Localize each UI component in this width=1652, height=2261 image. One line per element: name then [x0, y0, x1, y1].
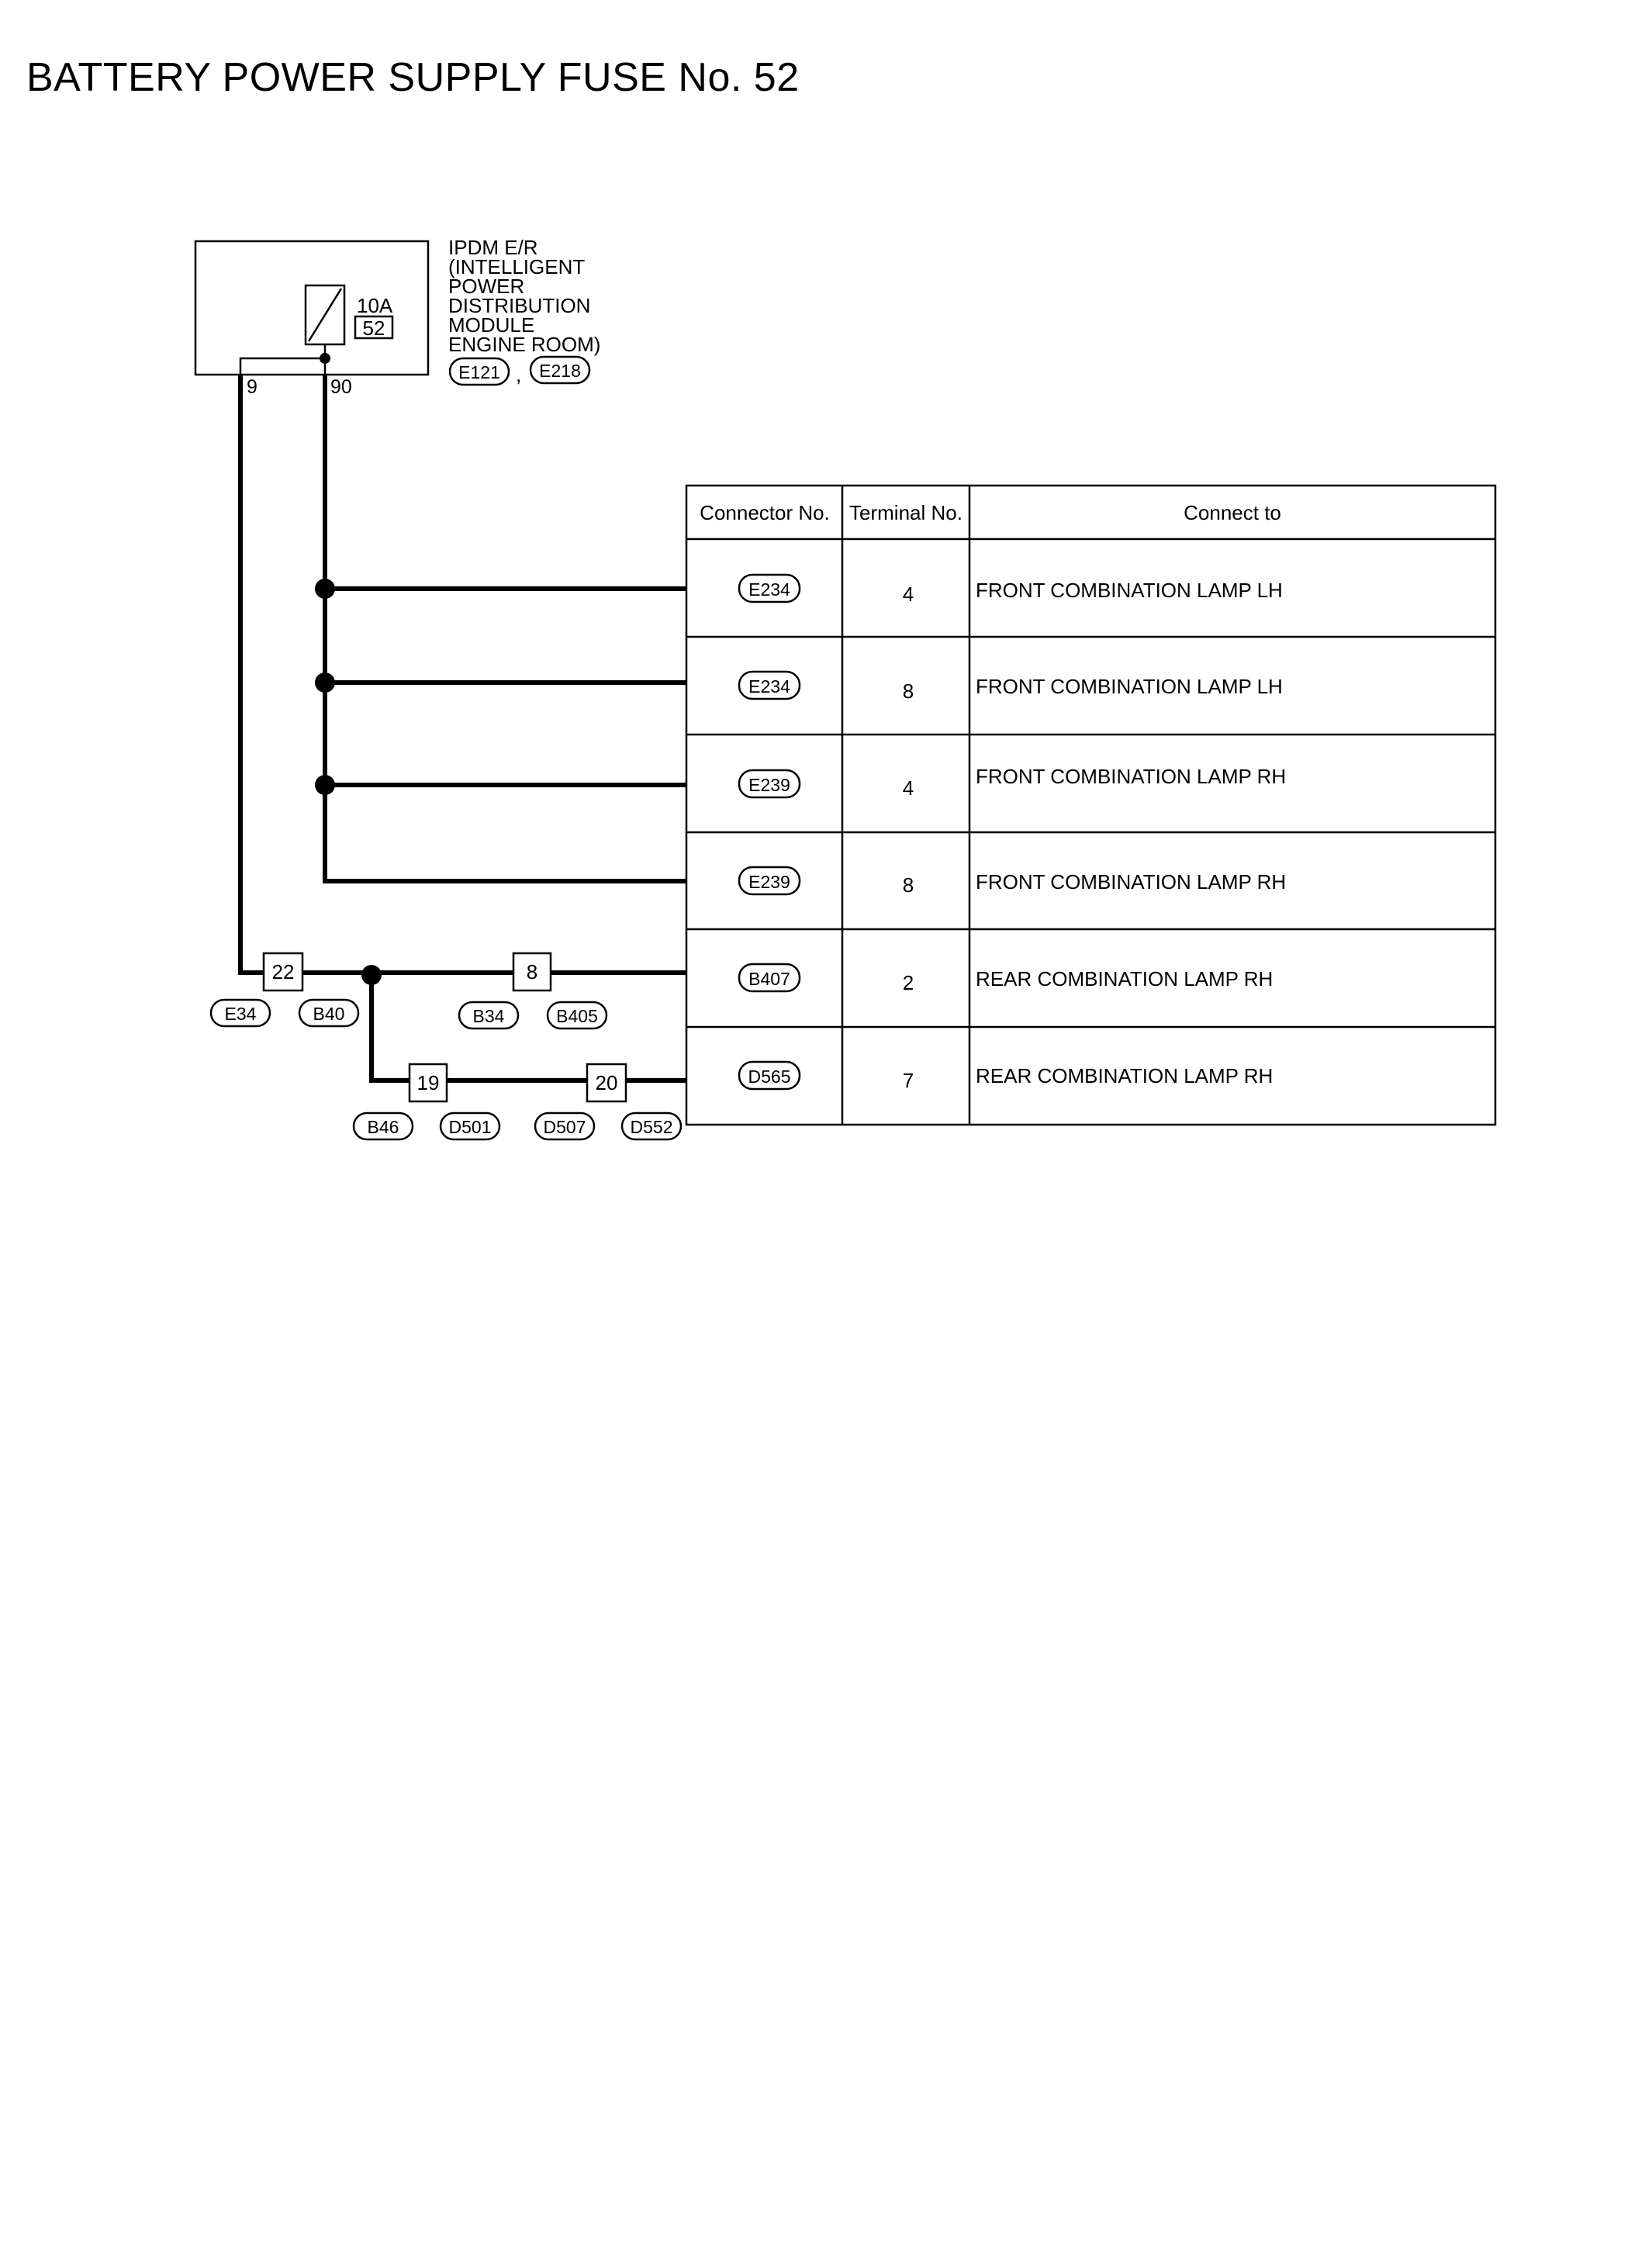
connector-label: B46 — [368, 1117, 399, 1137]
table-cell-connector: E239 — [748, 775, 790, 795]
table-cell-connector: E234 — [748, 579, 790, 600]
connector-label: B34 — [473, 1006, 505, 1026]
fuse-number-label: 52 — [363, 316, 385, 340]
splice-terminal-label: 22 — [272, 960, 295, 984]
connector-pill — [209, 998, 271, 1028]
ipdm-label-line: DISTRIBUTION — [448, 294, 590, 317]
table-header: Connect to — [1184, 501, 1281, 524]
connection-table: Connector No. Terminal No. Connect to E2… — [685, 484, 1497, 1126]
connector-pill — [439, 1111, 501, 1141]
junction-dot — [315, 672, 335, 693]
connector-pill — [298, 998, 360, 1028]
connector-label: E121 — [458, 362, 500, 382]
connector-pill — [738, 769, 801, 799]
splice-terminal-box — [586, 1063, 627, 1103]
table-cell-connect-to: FRONT COMBINATION LAMP RH — [976, 765, 1286, 788]
wire-terminal-9 — [238, 375, 264, 975]
connector-pill — [458, 1001, 520, 1030]
table-cell-connect-to: REAR COMBINATION LAMP RH — [976, 967, 1273, 990]
splice-terminal-box — [262, 952, 304, 992]
connector-pill — [738, 963, 801, 993]
connector-pill — [620, 1111, 683, 1141]
fuse-icon — [304, 284, 346, 346]
table-header: Connector No. — [700, 501, 830, 524]
connector-pill — [738, 1060, 801, 1091]
splice-terminal-box — [512, 952, 552, 992]
fuse-number-box — [354, 315, 394, 340]
ipdm-module-box — [194, 240, 430, 376]
table-cell-terminal: 7 — [903, 1069, 914, 1092]
connector-pill — [738, 670, 801, 700]
table-cell-connector: B407 — [748, 969, 790, 989]
splice-terminal-box — [408, 1063, 448, 1103]
table-cell-connect-to: FRONT COMBINATION LAMP LH — [976, 675, 1283, 698]
wire-d565-branch — [369, 975, 410, 1083]
ipdm-label: IPDM E/R (INTELLIGENT POWER DISTRIBUTION… — [448, 236, 600, 356]
ipdm-terminal-90: 90 — [330, 376, 352, 398]
table-cell-connect-to: FRONT COMBINATION LAMP LH — [976, 579, 1283, 602]
connector-pill — [546, 1001, 608, 1030]
connector-label: D507 — [544, 1117, 586, 1137]
table-cell-connect-to: REAR COMBINATION LAMP RH — [976, 1064, 1273, 1087]
connector-pill — [738, 866, 801, 896]
ipdm-label-line: ENGINE ROOM) — [448, 333, 600, 356]
connector-pill — [352, 1111, 414, 1141]
connector-pill — [529, 355, 591, 385]
ipdm-label-line: MODULE — [448, 313, 534, 337]
connector-label: D552 — [631, 1117, 673, 1137]
table-cell-terminal: 8 — [903, 873, 914, 897]
splice-terminal-label: 20 — [596, 1071, 618, 1094]
connector-label: E218 — [539, 361, 581, 381]
table-cell-terminal: 8 — [903, 679, 914, 703]
junction-dot — [315, 775, 335, 795]
table-cell-connector: D565 — [748, 1067, 791, 1087]
table-cell-terminal: 2 — [903, 971, 914, 994]
connector-label: B405 — [556, 1006, 598, 1026]
connector-pill — [534, 1111, 596, 1141]
splice-terminal-label: 8 — [527, 960, 537, 984]
junction-dot — [315, 579, 335, 599]
ipdm-label-line: POWER — [448, 275, 524, 298]
table-cell-connector: E239 — [748, 872, 790, 892]
page-title: BATTERY POWER SUPPLY FUSE No. 52 — [26, 55, 800, 100]
connector-label: D501 — [449, 1117, 492, 1137]
connector-pill — [448, 357, 510, 386]
table-cell-connect-to: FRONT COMBINATION LAMP RH — [976, 870, 1286, 894]
connector-separator: , — [516, 363, 521, 386]
ipdm-label-line: (INTELLIGENT — [448, 255, 585, 278]
connector-label: B40 — [313, 1004, 345, 1024]
table-header: Terminal No. — [849, 501, 963, 524]
table-cell-terminal: 4 — [903, 776, 914, 800]
connector-label: E34 — [225, 1004, 257, 1024]
splice-terminal-label: 19 — [417, 1071, 440, 1094]
connector-pill — [738, 573, 801, 603]
ipdm-label-line: IPDM E/R — [448, 236, 538, 259]
table-cell-terminal: 4 — [903, 583, 914, 606]
fuse-amps-label: 10A — [357, 294, 393, 317]
ipdm-terminal-9: 9 — [247, 376, 257, 398]
table-cell-connector: E234 — [748, 676, 790, 697]
